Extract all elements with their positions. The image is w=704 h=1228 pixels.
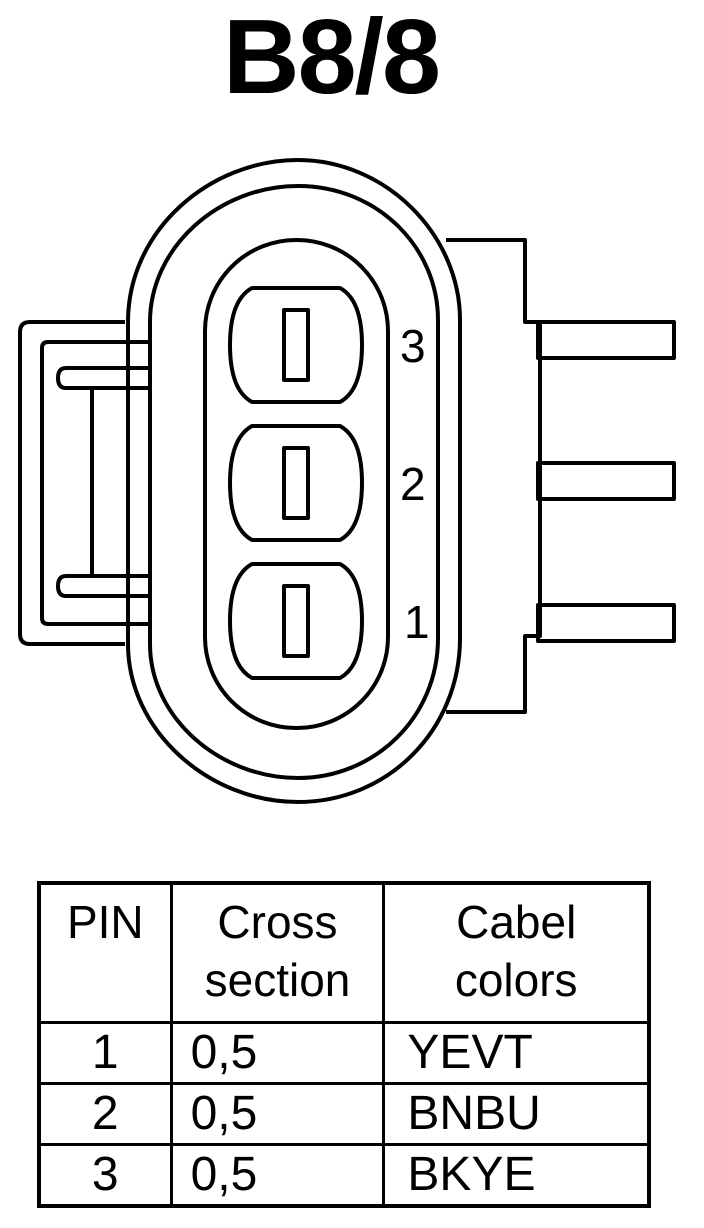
terminal-pin-3 — [536, 320, 676, 360]
table-row: 2 0,5 BNBU — [37, 1082, 651, 1146]
pin-label-3: 3 — [400, 320, 426, 372]
cable-color-value: BNBU — [382, 1082, 651, 1146]
cable-color-value: YEVT — [382, 1021, 651, 1085]
socket-1 — [228, 562, 364, 680]
table-row: 1 0,5 YEVT — [37, 1021, 651, 1085]
pin-number: 2 — [37, 1082, 173, 1146]
socket-3 — [228, 286, 364, 404]
header-cable-colors: Cabel colors — [382, 881, 651, 1024]
latch-tab-top — [56, 366, 148, 390]
housing-inner — [148, 184, 440, 780]
cross-section-value: 0,5 — [169, 1082, 386, 1146]
table-row: 3 0,5 BKYE — [37, 1143, 651, 1208]
socket-2 — [228, 424, 364, 542]
header-cross-section-line2: section — [204, 954, 351, 1006]
cross-section-value: 0,5 — [169, 1021, 386, 1085]
contact-slot-3 — [282, 308, 310, 382]
pin-label-2: 2 — [400, 458, 426, 510]
header-cross-section-line1: Cross — [217, 896, 338, 948]
housing-outer — [126, 158, 462, 804]
connector-drawing: 3 2 1 — [18, 158, 676, 804]
latch-outer — [18, 320, 125, 646]
diagram-title: B8/8 — [223, 0, 441, 116]
table-header-row: PIN Cross section Cabel colors — [37, 881, 651, 1024]
pin-number: 3 — [37, 1143, 173, 1208]
pin-number: 1 — [37, 1021, 173, 1085]
contact-slot-2 — [282, 446, 310, 520]
header-cable-colors-line2: colors — [454, 954, 578, 1006]
pin-label-1: 1 — [404, 596, 430, 648]
terminal-pin-2 — [536, 461, 676, 501]
latch-inner — [40, 340, 148, 626]
header-pin: PIN — [37, 881, 173, 1024]
latch-tab-bottom — [56, 574, 148, 598]
terminal-pin-1 — [536, 603, 676, 643]
pin-cavity — [203, 238, 390, 730]
cross-section-value: 0,5 — [169, 1143, 386, 1208]
header-cable-colors-line1: Cabel — [456, 896, 577, 948]
contact-slot-1 — [282, 584, 310, 658]
header-cross-section: Cross section — [169, 881, 386, 1024]
cable-color-value: BKYE — [382, 1143, 651, 1208]
pin-table: PIN Cross section Cabel colors 1 0,5 YEV… — [37, 881, 651, 1208]
